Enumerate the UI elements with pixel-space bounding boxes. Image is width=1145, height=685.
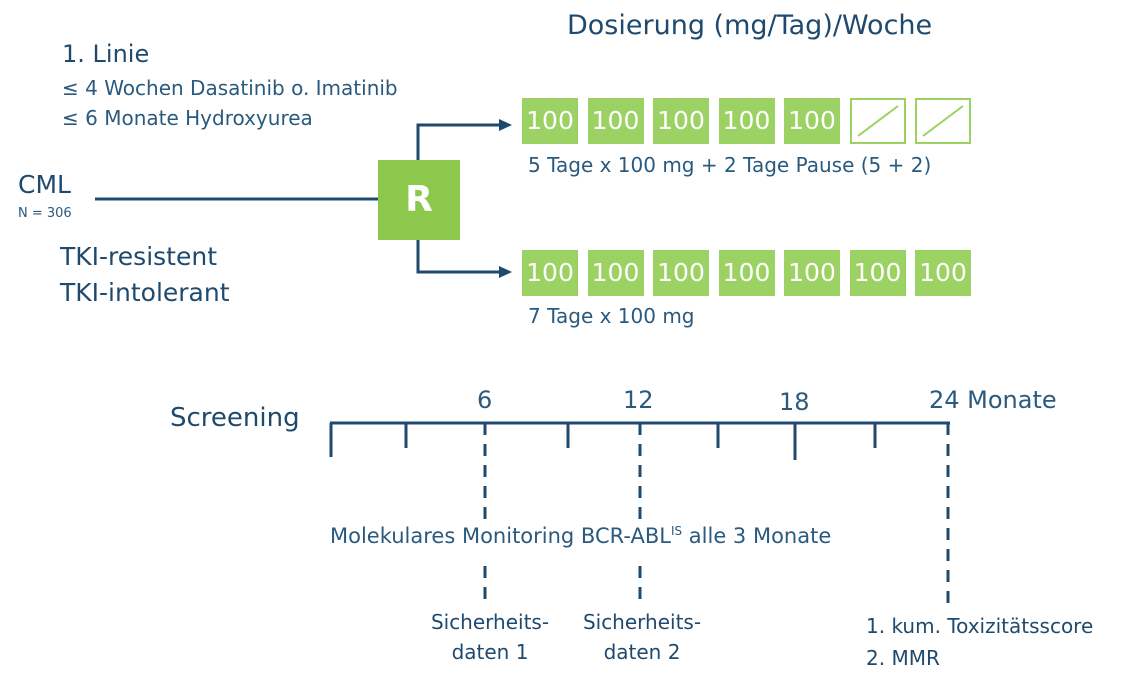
endpoint-2: 2. MMR (866, 646, 940, 670)
safety-data-2-line-2: daten 2 (603, 640, 681, 664)
endpoint-1: 1. kum. Toxizitätsscore (866, 614, 1094, 638)
dose-day: 100 (587, 250, 644, 296)
arm-2-connector (416, 240, 505, 274)
monitoring-suffix: alle 3 Monate (682, 524, 832, 548)
monitoring-prefix: Molekulares Monitoring BCR-ABL (330, 524, 671, 548)
dose-day: 100 (653, 250, 709, 296)
tick-label-18: 18 (779, 388, 810, 416)
tick-label-6: 6 (477, 386, 493, 414)
monitoring-text: Molekulares Monitoring BCR-ABLIS alle 3 … (330, 524, 831, 548)
first-line-item-1: ≤ 4 Wochen Dasatinib o. Imatinib (62, 76, 398, 100)
arm-1-arrow (499, 119, 512, 131)
tki-resistant-label: TKI-resistent (60, 242, 217, 271)
endpoints: 1. kum. Toxizitätsscore 2. MMR (866, 610, 1093, 674)
safety-data-1-line-2: daten 1 (451, 640, 529, 664)
first-line-heading: 1. Linie (62, 40, 150, 68)
first-line-item-2: ≤ 6 Monate Hydroxyurea (62, 106, 313, 130)
dose-day: 100 (915, 250, 971, 296)
dose-day: 100 (718, 98, 775, 144)
tick-label-12: 12 (623, 386, 654, 414)
tki-intolerant-label: TKI-intolerant (60, 278, 230, 307)
safety-data-1: Sicherheits- daten 1 (423, 607, 557, 667)
dose-pause-day (849, 98, 906, 144)
monitoring-sup: IS (670, 524, 683, 538)
pause-slash-icon (856, 105, 899, 137)
dose-day: 100 (587, 98, 644, 144)
pause-slash-icon (922, 105, 964, 137)
dose-day: 100 (718, 250, 775, 296)
dose-day: 100 (653, 98, 709, 144)
dose-day: 100 (784, 98, 840, 144)
safety-data-2: Sicherheits- daten 2 (575, 607, 709, 667)
tick-label-24: 24 Monate (929, 386, 1057, 414)
safety-data-2-line-1: Sicherheits- (582, 610, 702, 634)
screening-label: Screening (170, 403, 300, 433)
dose-day: 100 (849, 250, 906, 296)
milestone-dashes (483, 423, 950, 605)
safety-data-1-line-1: Sicherheits- (430, 610, 550, 634)
cohort-n: N = 306 (18, 206, 72, 221)
dose-day: 100 (784, 250, 840, 296)
dosing-title: Dosierung (mg/Tag)/Woche (567, 10, 933, 41)
dose-day: 100 (522, 250, 578, 296)
timeline-ticks (329, 423, 877, 460)
arm-2-arrow (499, 266, 512, 278)
dose-day: 100 (522, 98, 578, 144)
randomization-box: R (378, 160, 460, 240)
dose-pause-day (915, 98, 971, 144)
arm-2-caption: 7 Tage x 100 mg (528, 304, 695, 328)
cohort-label: CML (18, 170, 71, 199)
arm-1-connector (416, 123, 505, 160)
arm-1-caption: 5 Tage x 100 mg + 2 Tage Pause (5 + 2) (528, 153, 932, 177)
